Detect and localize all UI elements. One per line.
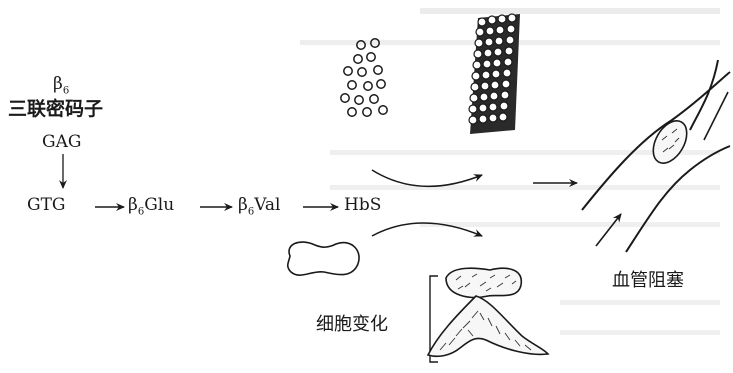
arrow-curve-lower — [372, 223, 482, 236]
arrow-curve-upper — [372, 170, 482, 186]
polymerized-hbs-fiber — [469, 14, 520, 134]
sickle-cell — [428, 296, 548, 356]
dispersed-hemoglobin — [341, 39, 387, 116]
deformed-cell-oval — [446, 268, 521, 297]
blocking-cell — [646, 115, 693, 169]
normal-red-blood-cell — [288, 242, 359, 275]
arrow-blood-flow — [596, 214, 621, 246]
